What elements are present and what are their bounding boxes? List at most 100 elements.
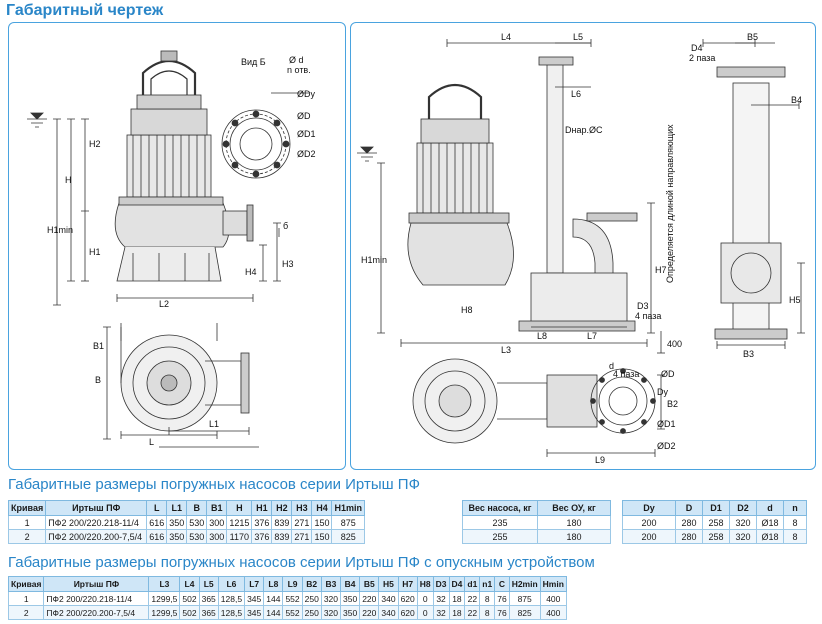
table-row: 235 180 <box>462 515 611 530</box>
table1-header: B <box>186 500 208 516</box>
dim-L7: L7 <box>587 331 597 341</box>
table2-header: H2min <box>508 576 541 592</box>
table-cell: Ø18 <box>756 529 784 544</box>
table2: Кривая Иртыш ПФ L3 L4 L5 L6 L7 L8 L9 B2 … <box>7 576 567 620</box>
table2-header: d1 <box>464 576 481 592</box>
dim-H1min: H1min <box>47 225 73 235</box>
table-cell: 22 <box>464 605 481 620</box>
table-cell: 345 <box>244 605 265 620</box>
table1-header: H2 <box>271 500 293 516</box>
table-cell: 144 <box>263 605 284 620</box>
table-cell: 235 <box>462 515 538 530</box>
table1-header: H3 <box>291 500 313 516</box>
table-cell: 8 <box>783 529 807 544</box>
table-cell: 552 <box>282 591 303 606</box>
table1-header-row: Кривая Иртыш ПФ L L1 B B1 H H1 H2 H3 H4 … <box>7 500 365 516</box>
table-cell: 875 <box>331 515 365 530</box>
table-cell: 320 <box>729 515 757 530</box>
table-flange-header-row: Dy D D1 D2 d n <box>622 500 807 516</box>
table-flange-header: D1 <box>702 500 730 516</box>
table-cell: 376 <box>251 515 273 530</box>
table-cell: 825 <box>331 529 365 544</box>
table-cell: 32 <box>432 591 450 606</box>
table-weight: Вес насоса, кг Вес ОУ, кг 235 180 255 18… <box>462 500 611 544</box>
table-row: 200 280 258 320 Ø18 8 <box>622 529 807 544</box>
guides-note: Определяется длиной направляющих <box>665 124 675 283</box>
dim-H4: H4 <box>245 267 257 277</box>
table2-header: H5 <box>378 576 399 592</box>
table-cell: 350 <box>339 605 361 620</box>
dim-paz1: 2 паза <box>689 53 715 63</box>
table2-header: B5 <box>359 576 380 592</box>
dim-H7: H7 <box>655 265 667 275</box>
table2-header-row: Кривая Иртыш ПФ L3 L4 L5 L6 L7 L8 L9 B2 … <box>7 576 567 592</box>
table-cell: 350 <box>166 515 188 530</box>
dim-H5: H5 <box>789 295 801 305</box>
table-cell: 365 <box>198 591 219 606</box>
table1-header: H1 <box>251 500 273 516</box>
table-cell: 150 <box>311 515 333 530</box>
table-cell: 620 <box>397 605 418 620</box>
dim-H: H <box>65 175 72 185</box>
table-cell: 320 <box>729 529 757 544</box>
dim-H1min-r: H1min <box>361 255 387 265</box>
table-cell: 200 <box>622 515 676 530</box>
flange-D2-label: ØD2 <box>297 149 316 159</box>
table-cell: 345 <box>244 591 265 606</box>
table-cell: 320 <box>320 591 342 606</box>
table-cell: 839 <box>271 529 293 544</box>
table-cell: 825 <box>508 605 541 620</box>
table-cell: 300 <box>206 515 228 530</box>
table-cell: 839 <box>271 515 293 530</box>
table-cell: 271 <box>291 515 313 530</box>
table-cell: 620 <box>397 591 418 606</box>
dim-L1: L1 <box>209 419 219 429</box>
table2-title: Габаритные размеры погружных насосов сер… <box>8 554 595 571</box>
flange-n-label: n отв. <box>287 65 311 75</box>
table2-header: n1 <box>479 576 496 592</box>
table-cell: 258 <box>702 515 730 530</box>
table2-header: L5 <box>198 576 219 592</box>
dim-L8: L8 <box>537 331 547 341</box>
dim-D4: D4 <box>691 43 703 53</box>
dim-L5: L5 <box>573 32 583 42</box>
dim-L2: L2 <box>159 299 169 309</box>
table-cell: ПФ2 200/220.218-11/4 <box>45 515 148 530</box>
dim-B2: B2 <box>667 399 678 409</box>
table-cell: 552 <box>282 605 303 620</box>
flange-Dy-r: Dy <box>657 387 668 397</box>
flange-D-label: ØD <box>297 111 311 121</box>
table-cell: 76 <box>494 591 510 606</box>
table-cell: 616 <box>146 529 168 544</box>
table-cell: 300 <box>206 529 228 544</box>
table-cell: 530 <box>186 515 208 530</box>
table2-header: H8 <box>416 576 434 592</box>
table-row: 255 180 <box>462 529 611 544</box>
table-cell: 180 <box>537 529 611 544</box>
table-flange-header: D2 <box>729 500 757 516</box>
flange-D-r: ØD <box>661 369 675 379</box>
table1-header: H1min <box>331 500 365 516</box>
table-cell: 18 <box>448 591 466 606</box>
dim-B3: B3 <box>743 349 754 359</box>
table-cell: 320 <box>320 605 342 620</box>
table-cell: 340 <box>378 605 399 620</box>
table2-header: L7 <box>244 576 265 592</box>
table-cell: 2 <box>7 605 45 620</box>
table-weight-header: Вес ОУ, кг <box>537 500 611 516</box>
table-row: 1 ПФ2 200/220.218-11/4 1299,5 502 365 12… <box>7 591 567 606</box>
table1-header: L1 <box>166 500 188 516</box>
dim-b: б <box>283 221 288 231</box>
table-cell: 1215 <box>226 515 253 530</box>
page-title: Габаритный чертеж <box>6 2 164 19</box>
table-cell: 180 <box>537 515 611 530</box>
right-drawing-panel: L4 L5 L6 Dнар.ØC H1min H8 H7 L3 L8 L7 D3… <box>350 22 816 470</box>
table-cell: 271 <box>291 529 313 544</box>
table2-header: L4 <box>179 576 200 592</box>
table2-header: H7 <box>397 576 418 592</box>
table-cell: 2 <box>7 529 47 544</box>
dim-H8: H8 <box>461 305 473 315</box>
table-cell: Ø18 <box>756 515 784 530</box>
table1-header: H4 <box>311 500 333 516</box>
table1-title: Габаритные размеры погружных насосов сер… <box>8 476 420 493</box>
